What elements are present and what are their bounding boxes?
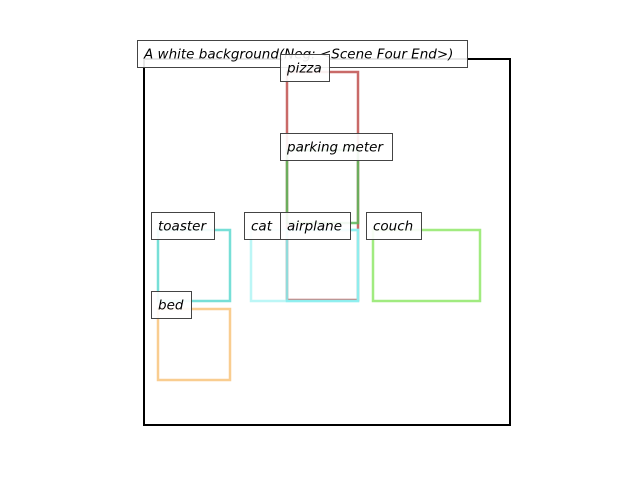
pizza-box xyxy=(285,70,360,302)
couch-label-bg xyxy=(366,212,422,240)
airplane-label: airplane xyxy=(280,212,351,240)
cat-label: cat xyxy=(244,212,281,240)
toaster-label-text: toaster xyxy=(158,219,207,235)
pizza-label-bg xyxy=(280,54,330,82)
couch-label-text: couch xyxy=(373,219,413,235)
couch-label: couch xyxy=(366,212,422,240)
toaster-label: toaster xyxy=(151,212,215,240)
pizza-label-text: pizza xyxy=(286,61,322,77)
parking-meter-label-text: parking meter xyxy=(286,140,384,156)
bed-label: bed xyxy=(151,291,192,319)
cat-box xyxy=(249,228,360,303)
object-labels: pizza parking meter toaster cat airplane couc… xyxy=(151,54,422,319)
toaster-box xyxy=(156,228,232,303)
cat-label-bg xyxy=(244,212,281,240)
parking-meter-label-bg xyxy=(280,133,393,161)
pizza-label: pizza xyxy=(280,54,330,82)
airplane-label-bg xyxy=(280,212,351,240)
airplane-box xyxy=(285,228,360,303)
bed-label-bg xyxy=(151,291,192,319)
airplane-label-text: airplane xyxy=(287,219,342,235)
toaster-label-bg xyxy=(151,212,215,240)
scene-frame xyxy=(143,58,511,426)
cat-label-text: cat xyxy=(251,219,273,235)
bed-box xyxy=(156,307,232,382)
bed-label-text: bed xyxy=(158,298,184,314)
couch-box xyxy=(371,228,482,303)
parking-meter-label: parking meter xyxy=(280,133,393,161)
